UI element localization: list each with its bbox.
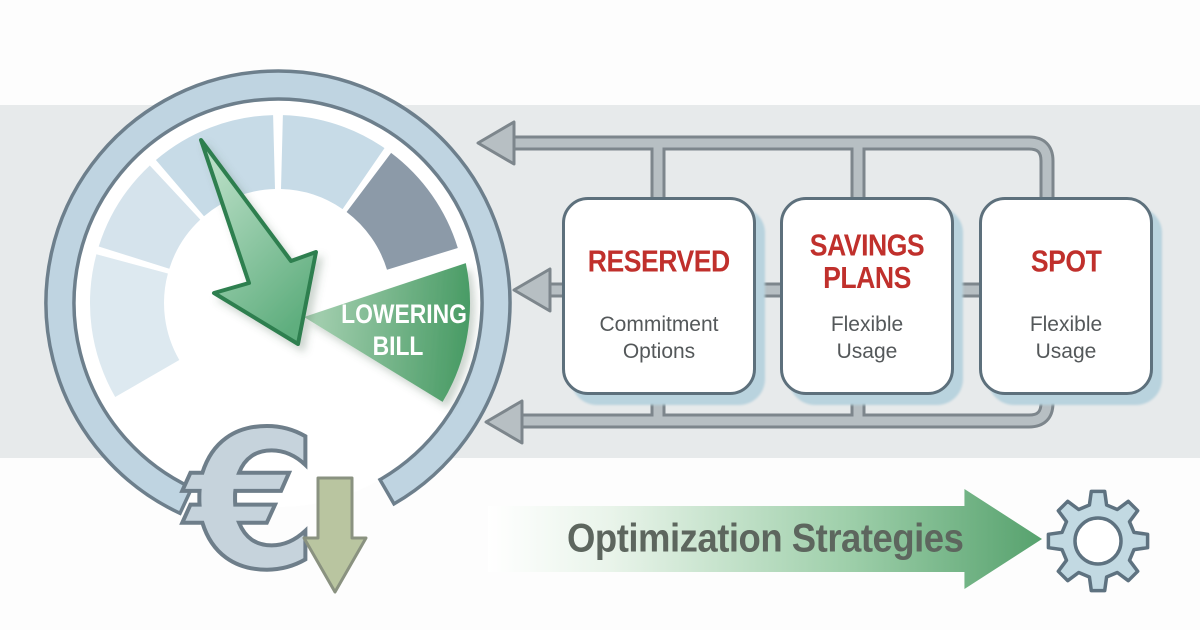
- card-subtitle: Commitment Options: [599, 313, 719, 364]
- card-spot: SPOT Flexible Usage: [979, 197, 1153, 395]
- footer-label: Optimization Strategies: [566, 516, 964, 561]
- cost-gauge: LOWERING BILL: [44, 69, 512, 516]
- gauge-high-cost-segment: [346, 152, 458, 270]
- card-title: RESERVED: [587, 244, 731, 279]
- euro-icon: €: [182, 391, 318, 612]
- card-subtitle: Flexible Usage: [1029, 313, 1103, 364]
- card-title: SAVINGS PLANS: [809, 228, 925, 295]
- euro-down-arrow-icon: [302, 476, 368, 594]
- gear-icon: [1046, 489, 1150, 593]
- wedge-label-line1: LOWERING: [341, 299, 467, 329]
- flow-arrow-left-middle-icon: [512, 267, 552, 313]
- card-subtitle: Flexible Usage: [830, 313, 904, 364]
- gauge-outer-ring: [44, 69, 512, 516]
- flow-arrow-left-top-icon: [476, 120, 516, 166]
- wedge-label-line2: BILL: [373, 331, 424, 361]
- gauge-needle-down-icon: [199, 138, 318, 346]
- card-reserved: RESERVED Commitment Options: [562, 197, 756, 395]
- card-title: SPOT: [1030, 244, 1102, 279]
- flow-arrow-left-bottom-icon: [484, 399, 524, 445]
- card-savings-plans: SAVINGS PLANS Flexible Usage: [780, 197, 954, 395]
- lowering-bill-wedge: [304, 263, 471, 402]
